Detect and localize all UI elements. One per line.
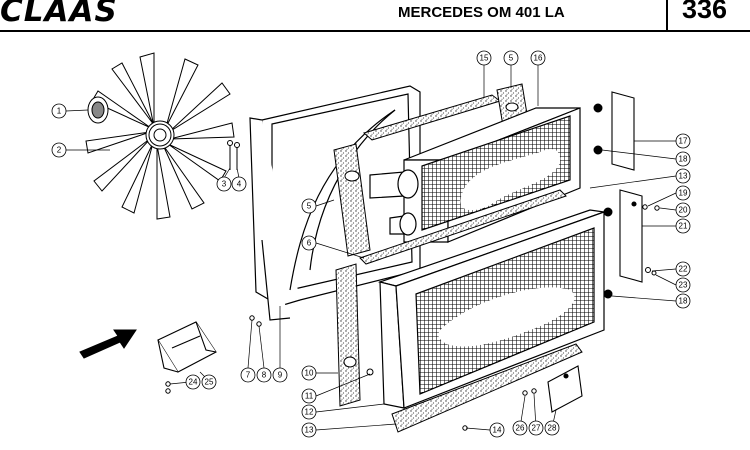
svg-text:7: 7 [246,371,251,380]
svg-text:22: 22 [679,265,688,274]
svg-text:2: 2 [57,146,62,155]
hub-cap [87,96,109,124]
callout-11: 11 [301,388,317,404]
arrow-icon [79,329,137,359]
callout-7: 7 [240,367,256,383]
callout-3: 3 [216,176,232,192]
svg-text:20: 20 [679,206,688,215]
radiator [377,209,605,409]
svg-text:10: 10 [305,369,314,378]
svg-text:3: 3 [222,180,227,189]
callout-24: 24 [185,374,201,390]
callout-12: 12 [301,404,317,420]
page-number: 336 [682,0,728,24]
callout-13-bottom: 13 [301,422,317,438]
svg-text:18: 18 [679,155,688,164]
svg-text:24: 24 [189,378,198,387]
callout-2: 2 [51,142,67,158]
header-rule [0,30,750,32]
bracket-plate-upper [611,91,635,171]
callout-21: 21 [675,218,691,234]
svg-text:8: 8 [262,371,267,380]
leader-lines [65,65,677,431]
callout-28: 28 [544,420,560,436]
engine-model-title: MERCEDES OM 401 LA [398,4,565,21]
svg-text:26: 26 [516,424,525,433]
callout-18-lower: 18 [675,293,691,309]
guard-cover [157,321,217,373]
callout-1: 1 [51,103,67,119]
callout-20: 20 [675,202,691,218]
svg-text:17: 17 [679,137,688,146]
callout-4: 4 [231,176,247,192]
callout-23: 23 [675,277,691,293]
svg-text:1: 1 [57,107,62,116]
svg-text:12: 12 [305,408,314,417]
callout-25: 25 [201,374,217,390]
foam-strip-bottom [391,343,583,433]
svg-text:5: 5 [307,202,312,211]
callout-17: 17 [675,133,691,149]
callout-22: 22 [675,261,691,277]
svg-text:13: 13 [679,172,688,181]
callout-14: 14 [489,422,505,438]
svg-text:23: 23 [679,281,688,290]
svg-text:25: 25 [205,378,214,387]
callout-19: 19 [675,185,691,201]
svg-text:4: 4 [237,180,242,189]
svg-text:18: 18 [679,297,688,306]
callout-5: 5 [301,198,317,214]
svg-text:5: 5 [509,54,514,63]
callout-8: 8 [256,367,272,383]
svg-text:11: 11 [305,392,314,401]
svg-text:19: 19 [679,189,688,198]
callout-5-top: 5 [503,50,519,66]
svg-text:28: 28 [548,424,557,433]
foam-seal-left [333,143,371,257]
callout-6: 6 [301,235,317,251]
callout-27: 27 [528,420,544,436]
svg-text:14: 14 [493,426,502,435]
bracket-plate-bottom [547,365,583,413]
fan-bolts [227,140,240,170]
brand-logo: CLAAS [0,0,118,29]
svg-text:27: 27 [532,424,541,433]
svg-text:16: 16 [534,54,543,63]
svg-text:15: 15 [480,54,489,63]
svg-text:13: 13 [305,426,314,435]
callout-26: 26 [512,420,528,436]
svg-text:6: 6 [307,239,312,248]
callout-18-upper: 18 [675,151,691,167]
callout-10: 10 [301,365,317,381]
foam-seal-tall [335,263,361,407]
bracket-plate-lower [619,189,643,283]
callout-13-right: 13 [675,168,691,184]
svg-text:9: 9 [278,371,283,380]
page-number-box [666,0,750,30]
callout-9: 9 [272,367,288,383]
svg-text:21: 21 [679,222,688,231]
callout-16: 16 [530,50,546,66]
charge-air-cooler [369,107,581,243]
callout-15: 15 [476,50,492,66]
foam-strip-middle [359,189,567,265]
fan [85,52,235,220]
